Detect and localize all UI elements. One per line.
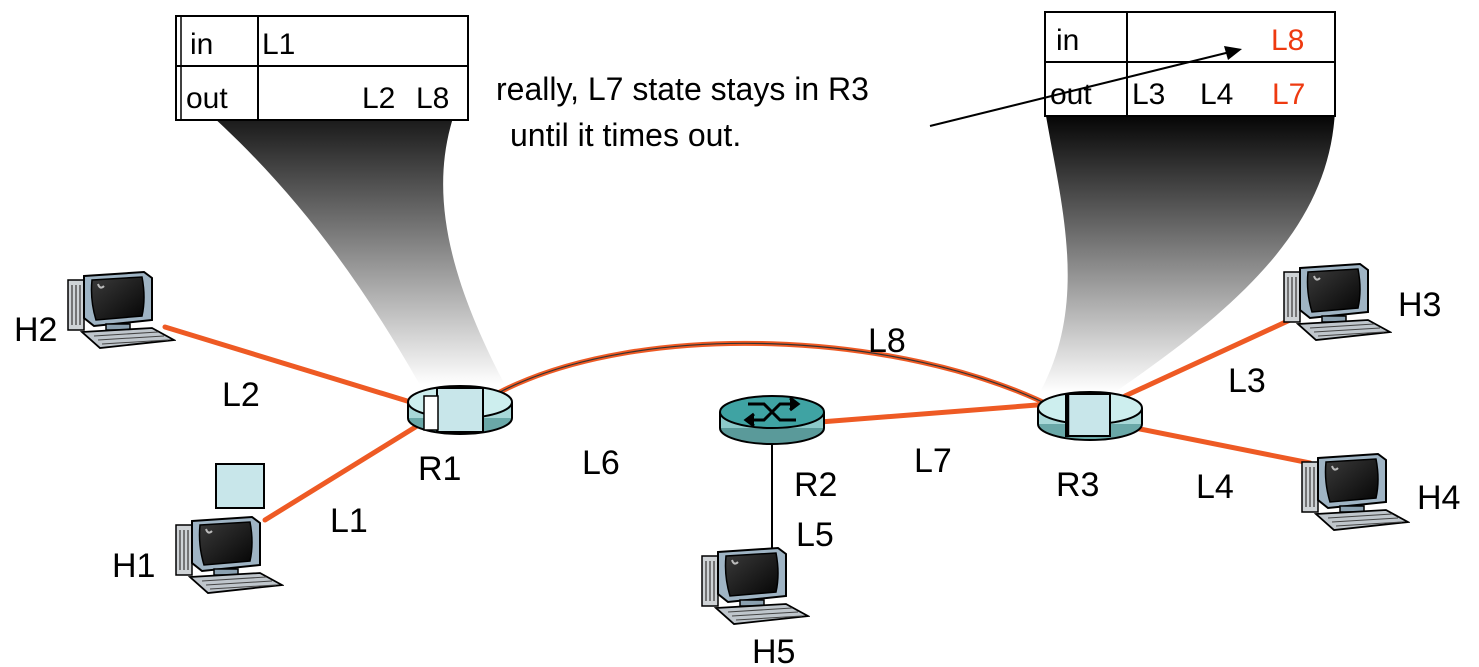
- host-h1-computer-icon[interactable]: [175, 516, 283, 594]
- link-l2: [162, 324, 433, 411]
- host-label-h4: H4: [1417, 479, 1460, 517]
- link-label-l1: L1: [330, 502, 368, 540]
- r3-table-in-value: L8: [1271, 24, 1304, 57]
- r1-table-out-label: out: [186, 82, 228, 115]
- packet-icon: [436, 387, 484, 433]
- r3-table-in-label: in: [1056, 24, 1079, 57]
- r1-table-out-value-2: L8: [416, 82, 449, 115]
- r1-table-in-value: L1: [262, 28, 295, 61]
- link-label-l4: L4: [1196, 468, 1234, 506]
- link-label-l6: L6: [582, 444, 620, 482]
- r3-table-out-value-2: L4: [1200, 78, 1233, 111]
- link-l7: [817, 401, 1053, 425]
- router-icon: [743, 396, 801, 428]
- host-label-h5: H5: [752, 633, 795, 667]
- router-r1[interactable]: [407, 385, 513, 435]
- r3-forwarding-table: in L8 out L3 L4 L7: [1044, 11, 1336, 117]
- link-label-l7: L7: [914, 442, 952, 480]
- link-l3: [1122, 317, 1293, 399]
- r1-forwarding-table: in L1 out L2 L8: [175, 15, 469, 121]
- r3-table-out-value-1: L3: [1132, 78, 1165, 111]
- router-r3[interactable]: [1037, 391, 1143, 441]
- link-label-l3: L3: [1228, 362, 1266, 400]
- host-h5-computer-icon[interactable]: [701, 547, 809, 625]
- router-label-r1: R1: [418, 450, 461, 488]
- host-h2-computer-icon[interactable]: [67, 271, 175, 349]
- annotation-arrow: [929, 46, 1242, 127]
- annotation-line-1: really, L7 state stays in R3: [496, 71, 869, 107]
- r3-zoom-funnel: [1040, 110, 1335, 392]
- link-l4: [1132, 425, 1313, 466]
- link-label-l8: L8: [868, 322, 906, 360]
- link-label-l5: L5: [796, 516, 834, 554]
- link-label-l2: L2: [222, 376, 260, 414]
- r1-zoom-funnel: [180, 88, 505, 385]
- r1-table-out-value-1: L2: [362, 82, 395, 115]
- packet-icon: [215, 463, 265, 509]
- r3-table-out-value-3: L7: [1272, 78, 1305, 111]
- router-r2[interactable]: [719, 395, 825, 445]
- router-label-r3: R3: [1056, 466, 1099, 504]
- annotation-line-2: until it times out.: [510, 117, 741, 153]
- host-h3-computer-icon[interactable]: [1283, 263, 1391, 341]
- r1-table-in-label: in: [190, 28, 213, 61]
- host-h4-computer-icon[interactable]: [1301, 453, 1409, 531]
- link-l1: [262, 415, 433, 523]
- host-label-h2: H2: [14, 311, 57, 349]
- network-links: [162, 317, 1313, 556]
- router-label-r2: R2: [794, 466, 837, 504]
- host-label-h1: H1: [112, 547, 155, 585]
- link-l8-shadow: [499, 342, 1056, 409]
- host-label-h3: H3: [1398, 286, 1441, 324]
